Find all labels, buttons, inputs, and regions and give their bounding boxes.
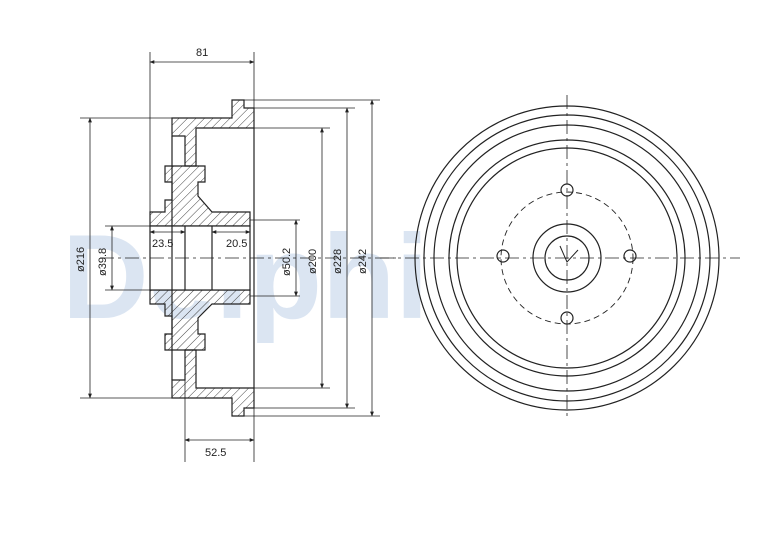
- dim-216: ø216: [75, 247, 87, 272]
- dim-200: ø200: [307, 249, 319, 274]
- dim-228: ø228: [332, 249, 344, 274]
- dim-39-8: ø39.8: [97, 248, 109, 276]
- section-dimensions: [80, 52, 380, 462]
- dim-81: 81: [196, 47, 208, 59]
- bolt-hole-left: [496, 249, 510, 263]
- dim-52-5: 52.5: [205, 447, 226, 459]
- dim-242: ø242: [357, 249, 369, 274]
- bolt-hole-right: [623, 249, 637, 263]
- dim-23-5: 23.5: [152, 238, 173, 250]
- drum-wall-bottom: [171, 349, 255, 417]
- front-view: [380, 95, 740, 420]
- hub-lower: [149, 289, 251, 351]
- dim-50-2: ø50.2: [281, 248, 293, 276]
- dim-20-5: 20.5: [226, 238, 247, 250]
- hub-upper: [149, 165, 251, 227]
- drum-wall-top: [171, 99, 255, 167]
- section-view: [100, 99, 400, 417]
